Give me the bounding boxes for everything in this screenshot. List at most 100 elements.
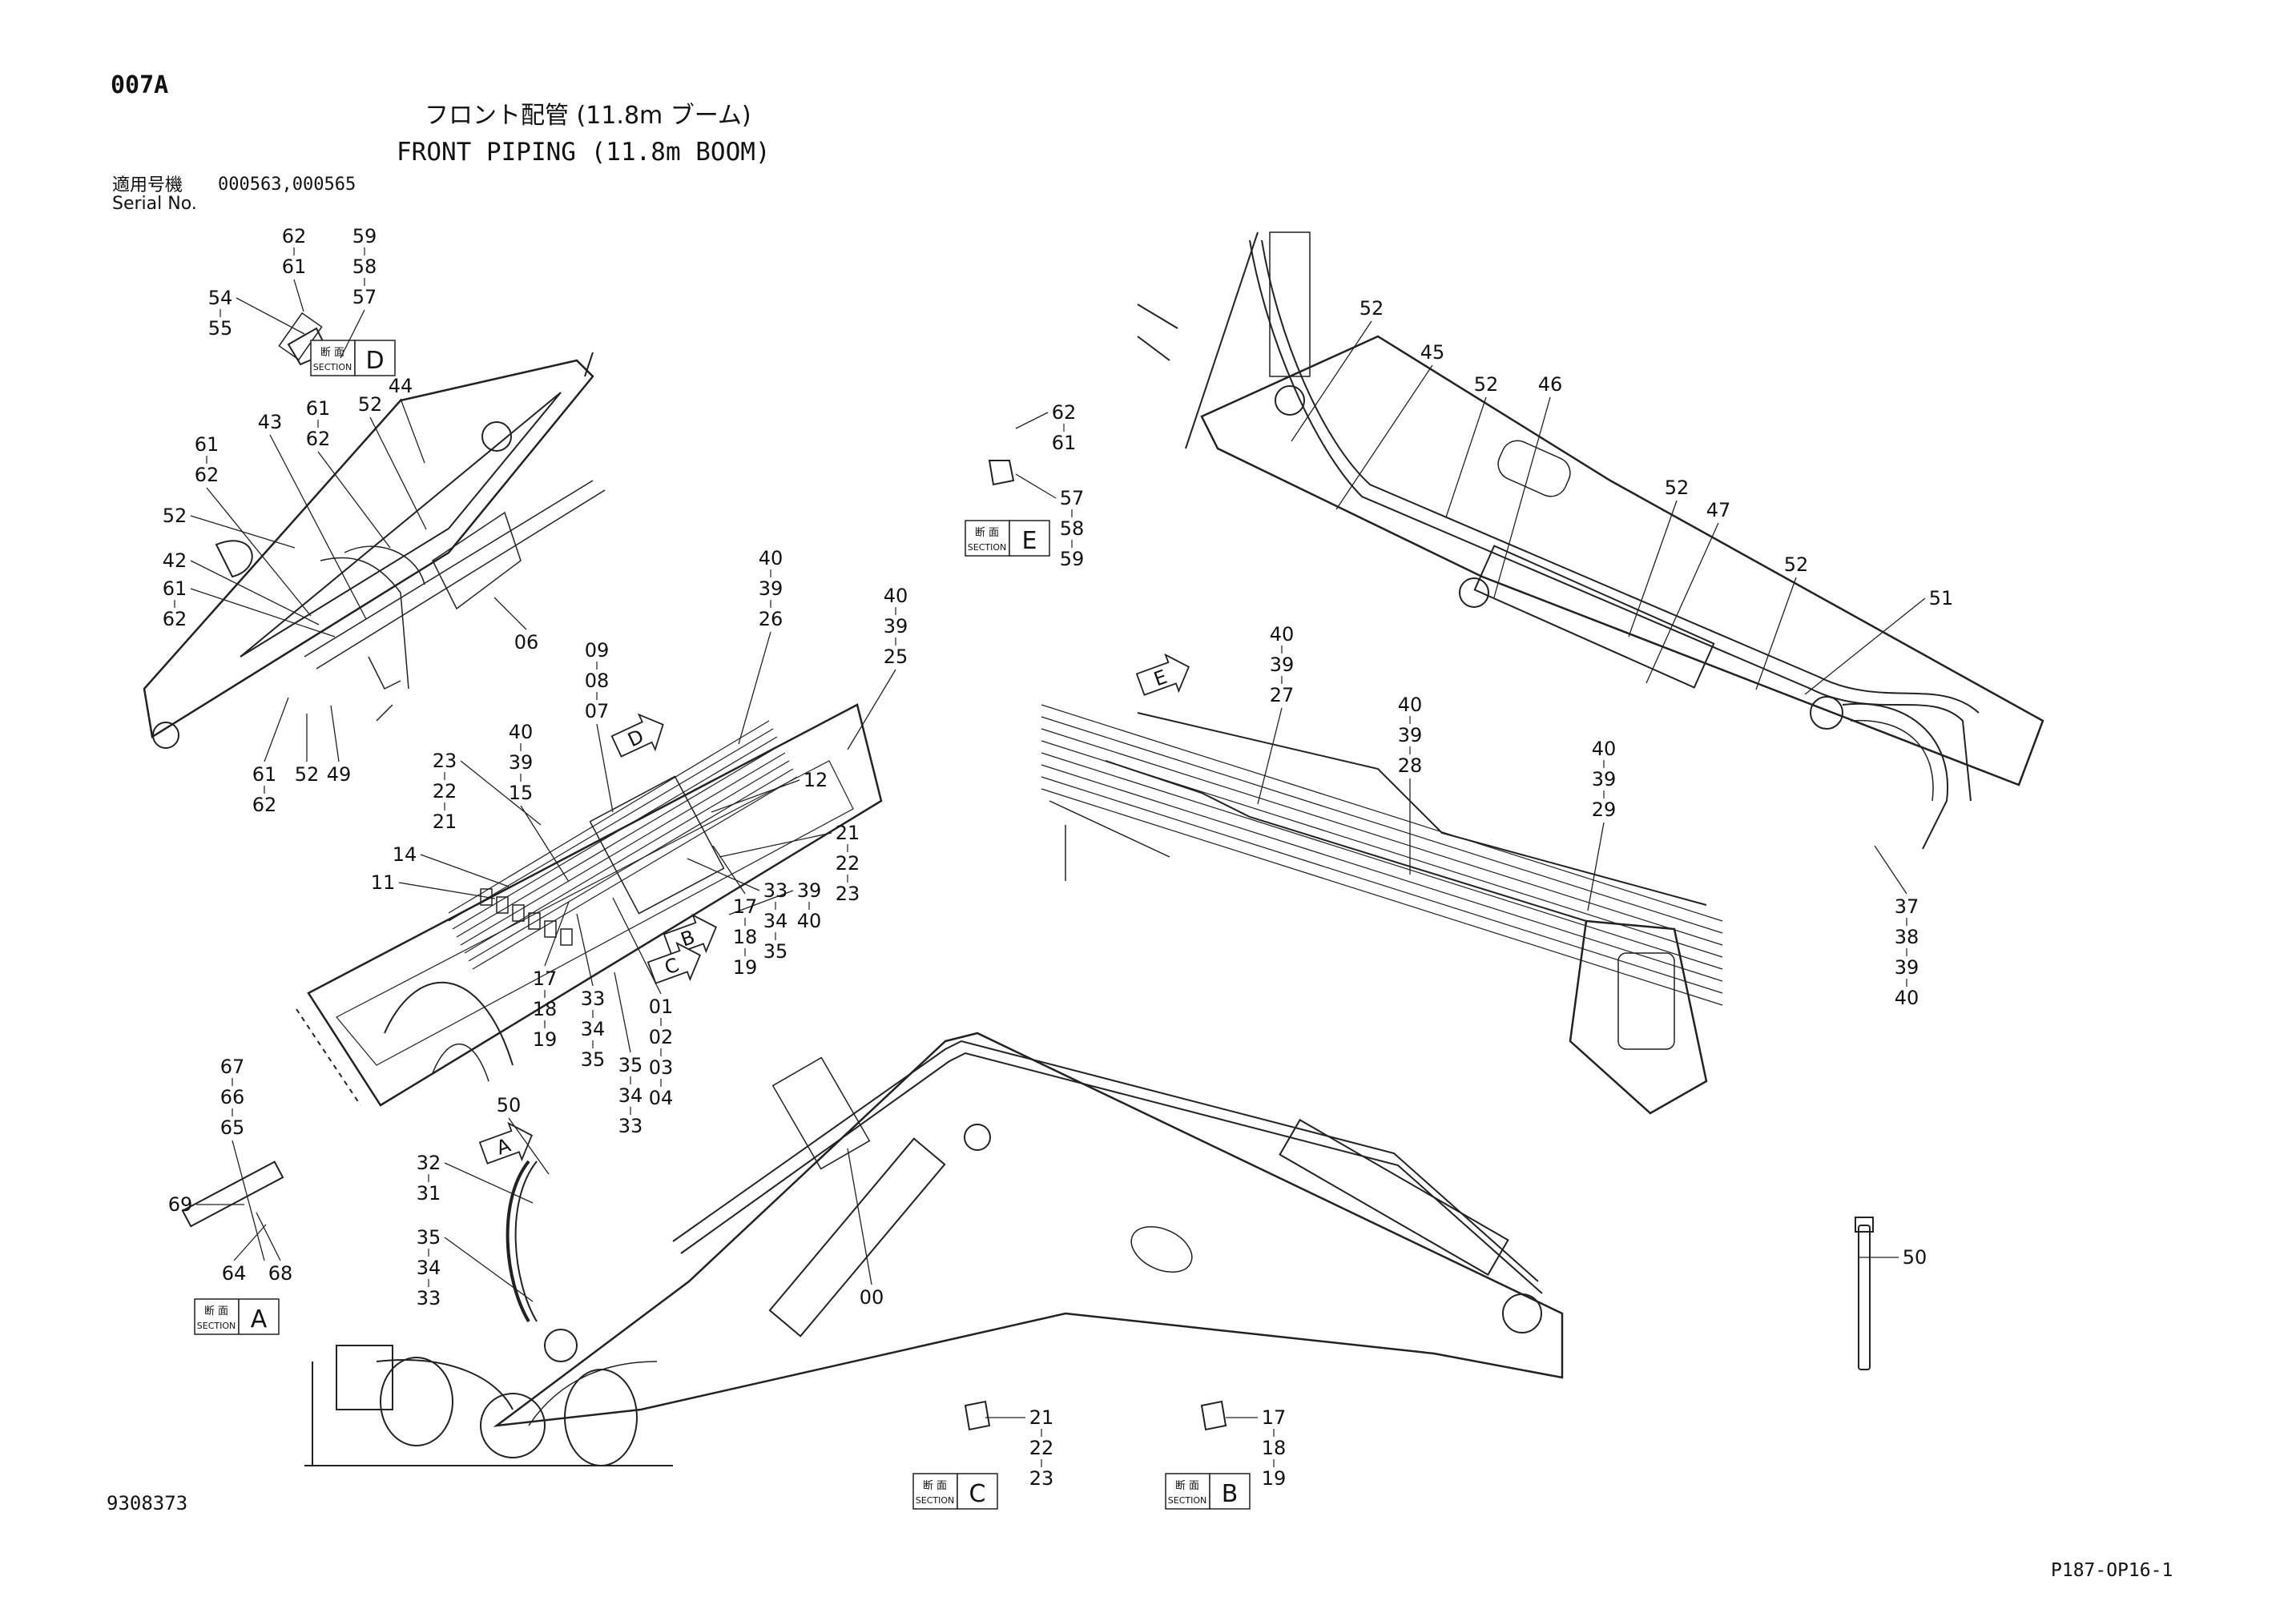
part-number: 66	[220, 1086, 245, 1108]
part-number: 08	[585, 670, 610, 692]
part-callout: 37 38 39 40	[1874, 845, 1919, 1009]
part-number: 49	[327, 763, 352, 786]
part-number: 45	[1420, 341, 1445, 364]
leader-line	[711, 779, 800, 813]
leader-line	[1015, 473, 1057, 499]
part-number: 68	[268, 1262, 293, 1285]
view-marker-a: A	[478, 1121, 533, 1164]
leader-line	[269, 434, 367, 620]
part-number: 40	[797, 910, 822, 932]
part-number: 37	[1895, 895, 1919, 918]
leader-line	[1874, 845, 1907, 895]
leader-line	[576, 913, 594, 987]
part-callout: 50	[497, 1094, 550, 1175]
leader-line	[612, 897, 662, 995]
part-callout: 44	[389, 375, 425, 464]
part-number: 69	[168, 1193, 193, 1216]
leader-line	[728, 890, 794, 915]
part-callout: 45	[1335, 341, 1445, 510]
part-number: 40	[1398, 694, 1423, 716]
part-callout: 50	[1859, 1246, 1927, 1269]
leader-line	[1493, 396, 1551, 598]
leader-line	[1804, 597, 1926, 695]
part-number: 39	[884, 615, 908, 638]
part-number: 39	[759, 577, 783, 600]
part-callout: 51	[1804, 587, 1954, 695]
leader-line	[420, 854, 510, 887]
serial-label-en: Serial No.	[112, 194, 197, 215]
part-number: 47	[1706, 499, 1731, 521]
part-number: 40	[1592, 738, 1617, 760]
part-number: 23	[836, 883, 860, 905]
leader-line	[369, 416, 427, 530]
part-number: 14	[393, 843, 417, 866]
part-number: 52	[1665, 477, 1690, 499]
leader-line	[1335, 364, 1433, 510]
part-callout: 33 34 35	[576, 913, 606, 1071]
part-number: 59	[352, 225, 377, 247]
part-number: 19	[733, 956, 758, 979]
part-number: 61	[195, 433, 220, 456]
part-number: 28	[1398, 754, 1423, 777]
part-number: 22	[1029, 1437, 1054, 1459]
part-callout: 68	[256, 1212, 293, 1285]
part-number: 52	[1474, 373, 1499, 396]
part-number: 62	[1052, 401, 1077, 424]
part-number: 33	[581, 987, 606, 1010]
part-callout: 52	[1628, 477, 1690, 638]
part-number: 18	[1262, 1437, 1287, 1459]
part-number: 67	[220, 1056, 245, 1078]
section-jp: 断 面	[204, 1305, 228, 1317]
part-number: 12	[804, 769, 828, 791]
part-number: 38	[1895, 926, 1919, 948]
part-number: 58	[1060, 517, 1085, 540]
leader-line	[1755, 577, 1797, 690]
part-number: 62	[282, 225, 307, 247]
part-number: 21	[1029, 1406, 1054, 1429]
part-number: 50	[1903, 1246, 1927, 1269]
part-number: 23	[1029, 1467, 1054, 1490]
part-callout: 52	[1291, 297, 1384, 442]
part-number: 40	[1270, 623, 1295, 646]
part-number: 39	[1895, 956, 1919, 979]
part-number: 27	[1270, 684, 1295, 706]
part-number: 35	[581, 1048, 606, 1071]
part-number: 15	[509, 782, 534, 804]
section-letter: A	[251, 1305, 268, 1333]
part-number: 22	[836, 852, 860, 875]
part-number: 02	[649, 1026, 674, 1048]
leader-line	[687, 858, 760, 891]
leader-line	[520, 805, 570, 883]
leader-line	[847, 1148, 872, 1285]
part-number: 33	[417, 1287, 441, 1309]
section-letter: B	[1222, 1480, 1239, 1508]
leader-line	[738, 631, 771, 745]
part-number: 19	[533, 1028, 558, 1051]
leader-line	[544, 901, 570, 967]
part-number: 34	[581, 1018, 606, 1040]
leader-line	[236, 297, 305, 335]
part-number: 40	[1895, 987, 1919, 1009]
page-code: 007A	[111, 71, 169, 99]
part-number: 61	[252, 763, 277, 786]
part-number: 57	[352, 286, 377, 308]
part-number: 51	[1929, 587, 1954, 609]
leader-line	[493, 597, 527, 630]
section-en: SECTION	[1168, 1495, 1206, 1506]
part-callout: 00	[847, 1148, 884, 1309]
part-callout: 69	[168, 1193, 244, 1216]
